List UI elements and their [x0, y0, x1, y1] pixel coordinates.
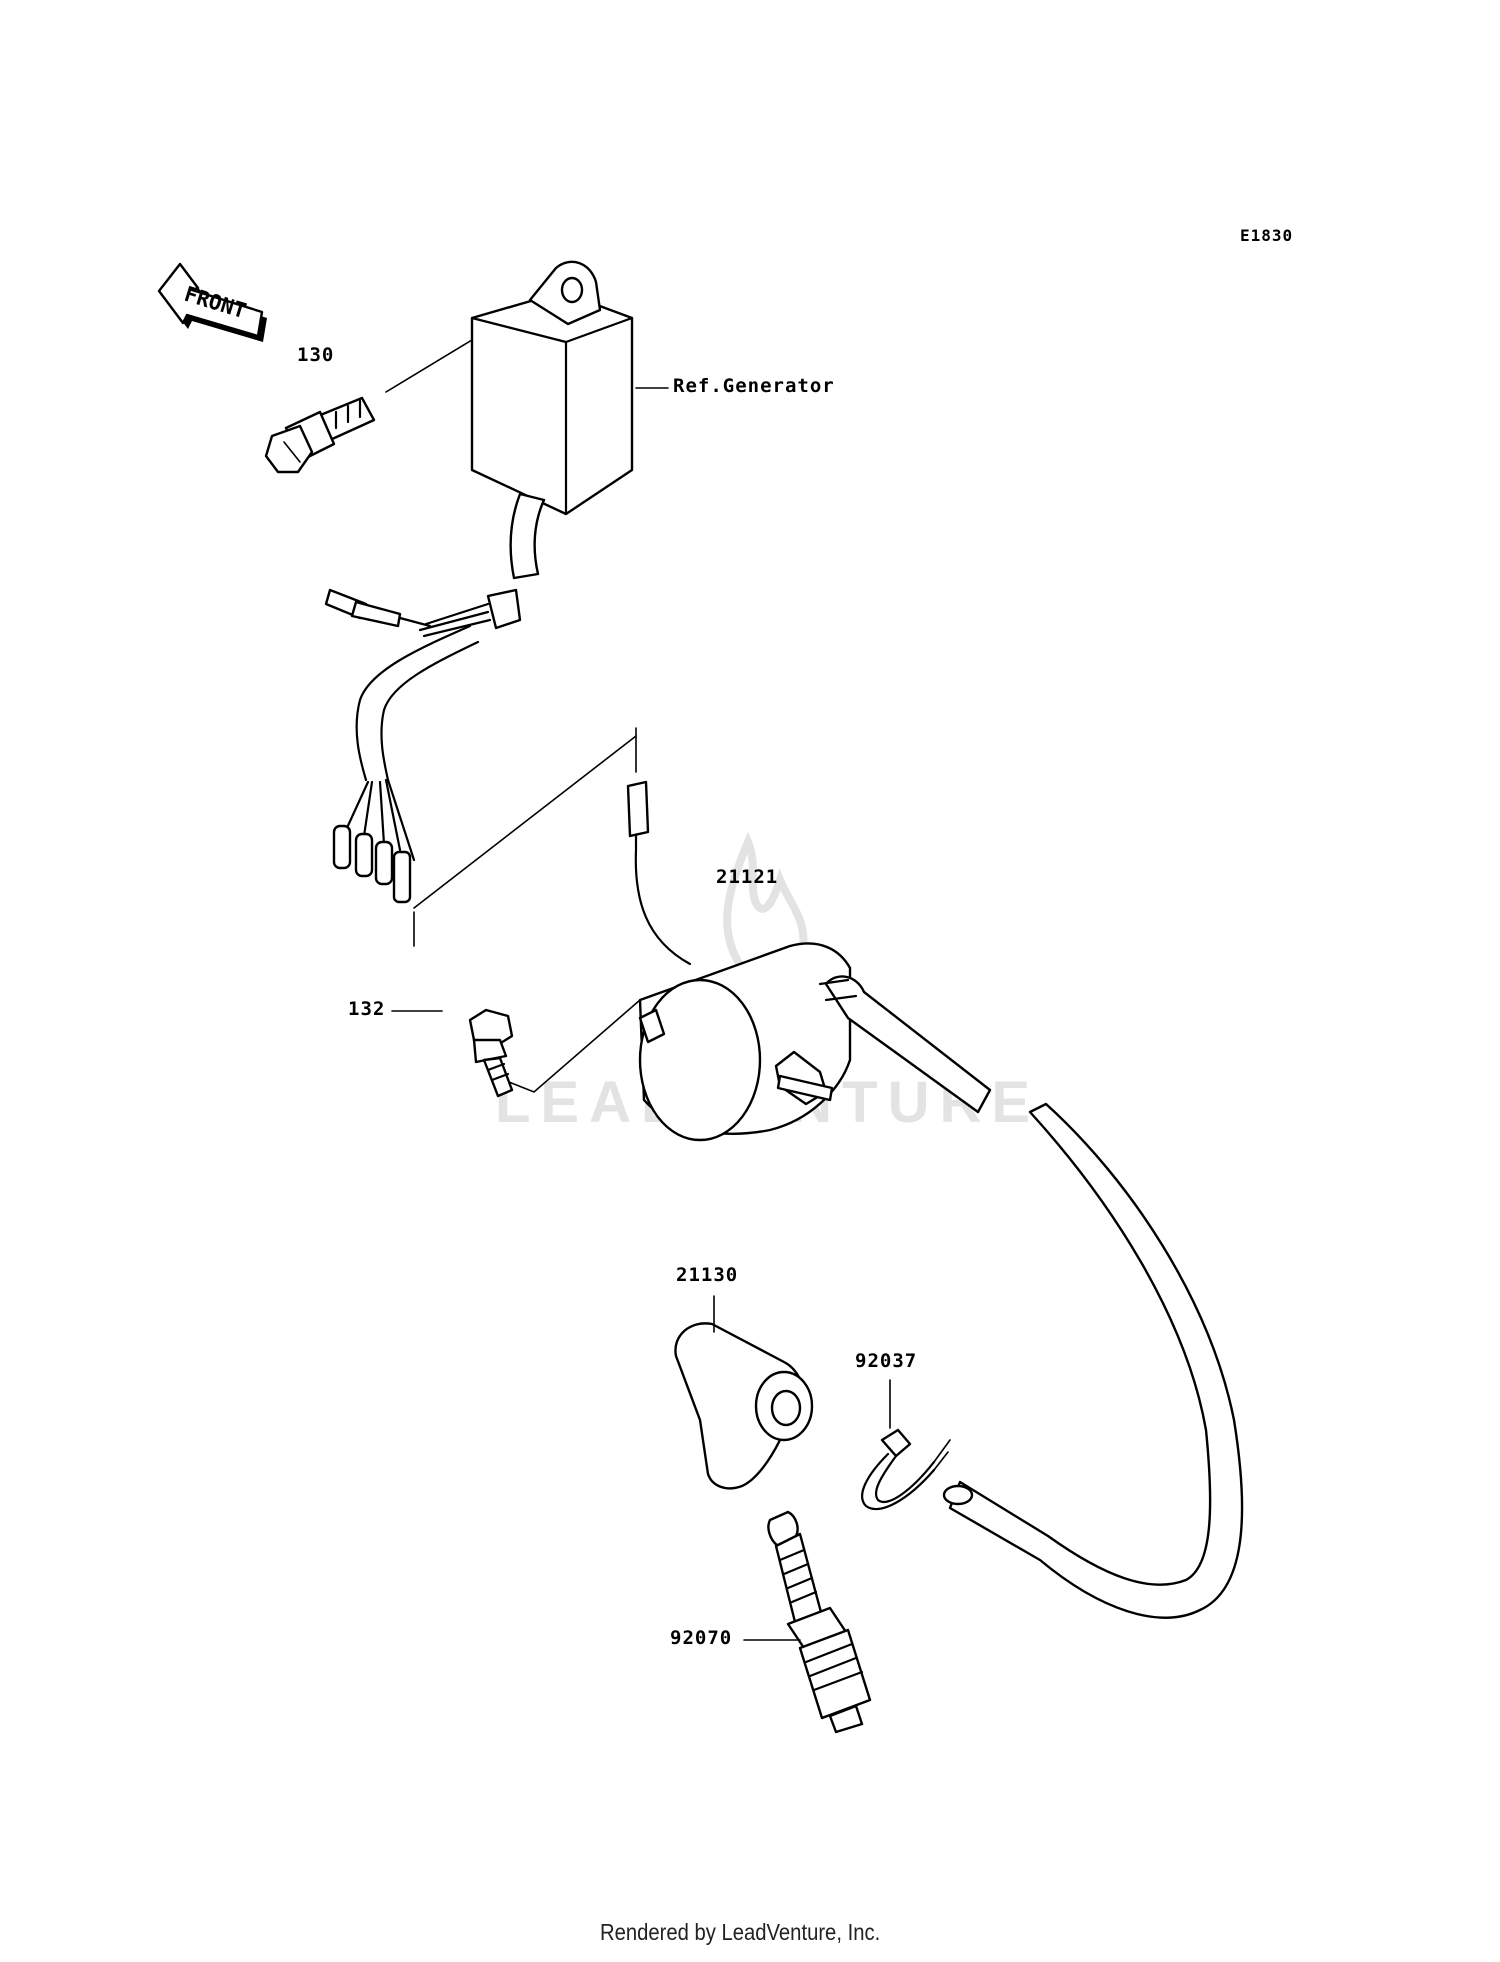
label-92070[interactable]: 92070 — [670, 1627, 733, 1649]
label-21121[interactable]: 21121 — [716, 866, 779, 888]
bolt-132-guide — [503, 999, 641, 1093]
bolt-132[interactable] — [468, 1008, 514, 1098]
render-credit: Rendered by LeadVenture, Inc. — [600, 1919, 881, 1945]
label-132[interactable]: 132 — [348, 998, 386, 1020]
label-21130[interactable]: 21130 — [676, 1264, 739, 1286]
band-92037[interactable] — [861, 1428, 951, 1511]
bolt-130[interactable] — [264, 396, 376, 474]
label-130[interactable]: 130 — [297, 344, 335, 366]
generator-harness — [324, 588, 522, 904]
ref-generator-unit[interactable] — [470, 260, 634, 580]
spark-plug-92070[interactable] — [767, 1510, 872, 1734]
harness-guide-line — [413, 735, 637, 909]
ignition-coil-21121[interactable] — [626, 780, 992, 1142]
front-arrow-icon: FRONT — [157, 262, 267, 342]
high-tension-lead — [942, 1102, 1244, 1619]
label-92037[interactable]: 92037 — [855, 1350, 918, 1372]
plug-cap-21130[interactable] — [674, 1322, 814, 1490]
label-ref-generator[interactable]: Ref.Generator — [673, 375, 835, 397]
diagram-code: E1830 — [1240, 226, 1294, 245]
